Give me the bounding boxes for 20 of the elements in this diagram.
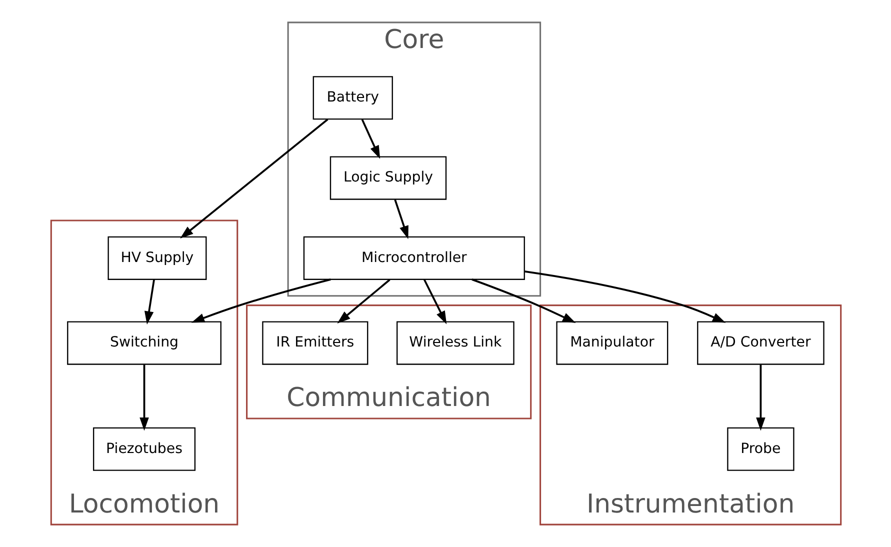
node-box: Switching: [66, 321, 221, 365]
node-box: Microcontroller: [302, 236, 524, 280]
node-box: Battery: [312, 76, 392, 120]
node-box: IR Emitters: [262, 321, 368, 365]
arrow: [423, 279, 446, 324]
node-box: HV Supply: [107, 236, 206, 280]
node-box: A/D Converter: [696, 321, 824, 365]
node-box: Manipulator: [556, 321, 668, 365]
arrow: [360, 119, 380, 159]
node-box: Piezotubes: [92, 427, 196, 471]
arrow: [756, 364, 765, 431]
arrow: [144, 280, 154, 325]
arrow: [394, 199, 408, 240]
node-box: Wireless Link: [396, 321, 514, 365]
arrow: [139, 364, 148, 431]
arrow: [524, 270, 726, 323]
node-box: Probe: [726, 427, 794, 471]
arrow: [336, 279, 390, 324]
arrow: [180, 118, 328, 239]
node-box: Logic Supply: [329, 156, 446, 200]
